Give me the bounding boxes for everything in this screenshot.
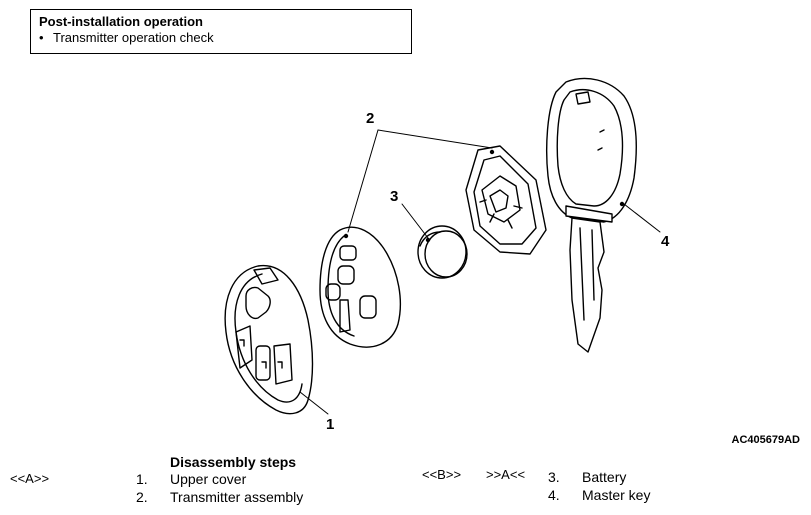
callout-2: 2 [366,110,375,127]
step-mark-A-right: >>A<< [486,467,526,482]
note-item: • Transmitter operation check [39,30,403,46]
leader-lines [299,129,661,415]
figure-code: AC405679AD [731,434,800,446]
transmitter-back-part [465,145,547,255]
transmitter-assembly-part [319,226,401,348]
step-3-label: Battery [582,469,627,485]
step-mark-A-left: <<A>> [10,471,50,486]
master-key-part [546,77,637,353]
note-title: Post-installation operation [39,14,203,29]
upper-cover-part [224,264,314,415]
callout-4: 4 [661,233,670,250]
step-2-label: Transmitter assembly [170,489,304,505]
step-1-label: Upper cover [170,471,247,487]
step-mark-B: <<B>> [422,467,462,482]
callout-3: 3 [390,188,399,205]
step-2-num: 2. [136,489,148,505]
step-3-num: 3. [548,469,560,485]
step-4-label: Master key [582,487,651,503]
post-installation-note: Post-installation operation • Transmitter… [30,9,412,54]
step-4-num: 4. [548,487,560,503]
callout-1: 1 [326,416,335,433]
note-item-text: Transmitter operation check [53,30,214,45]
bullet: • [39,30,44,45]
steps-title: Disassembly steps [170,454,297,470]
battery-part [417,225,468,279]
step-1-num: 1. [136,471,148,487]
